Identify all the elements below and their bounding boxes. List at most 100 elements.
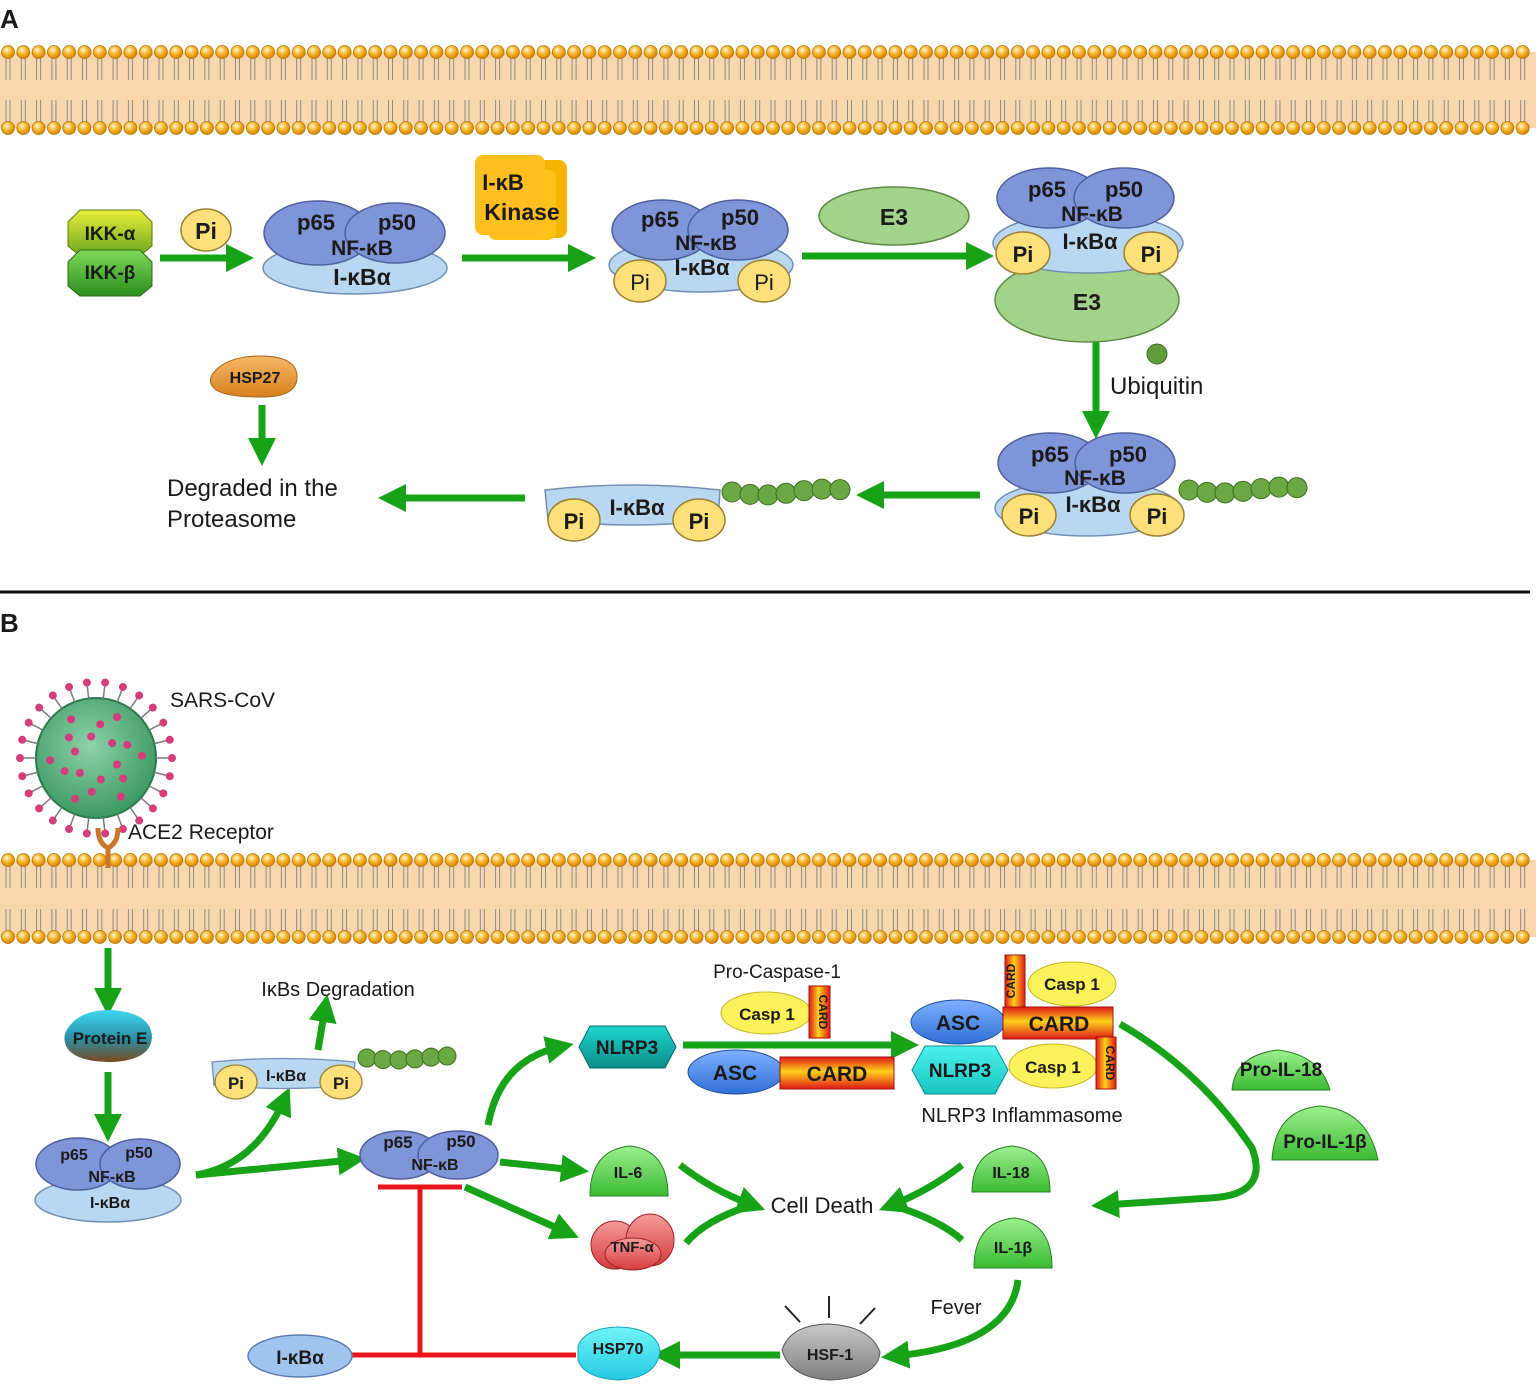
lipid-head — [903, 121, 918, 135]
surface-protein — [123, 740, 132, 749]
lipid-head — [154, 930, 168, 944]
lipid-tail — [541, 866, 546, 888]
lipid-head — [215, 853, 230, 867]
lipid-head — [842, 121, 857, 135]
lipid-head — [1179, 121, 1193, 135]
lipid-head — [827, 45, 842, 59]
lipid-head — [1439, 121, 1454, 135]
lipid-tail — [112, 100, 118, 122]
lipid-tail — [311, 100, 317, 122]
hsp27-label: HSP27 — [230, 370, 281, 387]
lipid-head — [1316, 853, 1331, 867]
lipid-head — [1378, 45, 1392, 59]
nlrp3-inflammasome: ASC CARD CARD Casp 1 NLRP3 Casp 1 CARD — [910, 954, 1117, 1095]
e3-bound-complex: E3 p65 p50 NF-κB I-κBα Pi Pi — [992, 167, 1184, 343]
lipid-head — [1454, 45, 1469, 59]
lipid-tail — [1107, 866, 1113, 888]
lipid-head — [460, 121, 474, 135]
lipid-head — [934, 930, 949, 944]
lipid-tail — [449, 100, 455, 122]
lipid-head — [1179, 853, 1193, 867]
lipid-tail — [296, 58, 302, 80]
lipid-head — [1393, 121, 1408, 135]
lipid-head — [77, 45, 92, 59]
lipid-tail — [388, 909, 393, 931]
phosphate — [1001, 493, 1057, 537]
lipid-tail — [418, 866, 424, 888]
lipid-head — [735, 45, 750, 59]
lipid-tail — [1183, 58, 1189, 80]
lipid-head — [689, 853, 704, 867]
lipid-head — [796, 930, 811, 944]
lipid-head — [857, 853, 872, 867]
lipid-head — [689, 930, 704, 944]
ubiquitin-molecule — [1146, 343, 1168, 365]
lipid-tail — [1474, 866, 1480, 888]
lipid-head — [1118, 121, 1132, 135]
lipid-tail — [1260, 909, 1266, 931]
lipid-tail — [510, 909, 516, 931]
lipid-tail — [862, 100, 868, 122]
lipid-tail — [785, 100, 791, 122]
lipid-tail — [495, 866, 501, 888]
arrow-b14 — [890, 1201, 965, 1243]
lipid-head — [475, 930, 490, 944]
lipid-tail — [112, 866, 118, 888]
lipid-tail — [969, 100, 975, 122]
lipid-tail — [449, 58, 455, 80]
phosphate-label: Pi — [1019, 504, 1040, 529]
lipid-head — [1286, 45, 1301, 59]
lipid-head — [352, 930, 367, 944]
lipid-head — [1378, 853, 1392, 867]
lipid-head — [1454, 121, 1469, 135]
lipid-tail — [1306, 866, 1311, 888]
spike-stalk — [129, 697, 139, 710]
tnfa-label: TNF-α — [610, 1239, 654, 1256]
lipid-tail — [189, 866, 195, 888]
casp1-domain — [1027, 961, 1117, 1007]
ikba-label: I-κBα — [674, 255, 730, 280]
arrow-b15 — [881, 1279, 1022, 1369]
lipid-head — [628, 853, 643, 867]
lipid-tail — [525, 866, 531, 888]
lipid-head — [1026, 853, 1040, 867]
lipid-head — [995, 121, 1010, 135]
lipid-tail — [648, 866, 654, 888]
lipid-tail — [938, 58, 944, 80]
pro-caspase-label: Pro-Caspase-1 — [713, 962, 841, 983]
lipid-tail — [219, 100, 225, 122]
spike-head — [101, 678, 110, 687]
lipid-tail — [984, 58, 990, 80]
lipid-tail — [1244, 100, 1250, 122]
lipid-head — [1485, 121, 1499, 135]
lipid-tail — [1183, 100, 1189, 122]
ikb-kinase-label-1: I-κB — [482, 170, 524, 195]
lipid-head — [1515, 853, 1530, 867]
lipid-tail — [296, 909, 302, 931]
lipid-tail — [250, 58, 256, 80]
ikba-label: I-κBα — [90, 1195, 130, 1212]
phosphate-label: Pi — [689, 509, 710, 534]
lipid-tail — [1045, 100, 1051, 122]
p50-subunit — [99, 1138, 181, 1190]
lipid-head — [383, 853, 398, 867]
lipid-head — [1515, 121, 1530, 135]
lipid-tail — [1214, 866, 1220, 888]
lipid-head — [1347, 853, 1362, 867]
lipid-tail — [648, 100, 654, 122]
lipid-tail — [1122, 100, 1128, 122]
ubiquitin-bead — [721, 481, 743, 503]
lipid-tail — [235, 909, 240, 931]
lipid-head — [460, 930, 474, 944]
nfkb-label: NF-κB — [1061, 203, 1123, 226]
lipid-tail — [617, 909, 623, 931]
lipid-tail — [1321, 909, 1327, 931]
lipid-tail — [5, 866, 11, 888]
spike-head — [24, 718, 33, 727]
lipid-tail — [326, 909, 332, 931]
lipid-head — [965, 45, 979, 59]
lipid-tail — [1489, 100, 1495, 122]
card-label: CARD — [1004, 963, 1018, 998]
lipid-head — [123, 121, 138, 135]
lipid-head — [536, 121, 551, 135]
